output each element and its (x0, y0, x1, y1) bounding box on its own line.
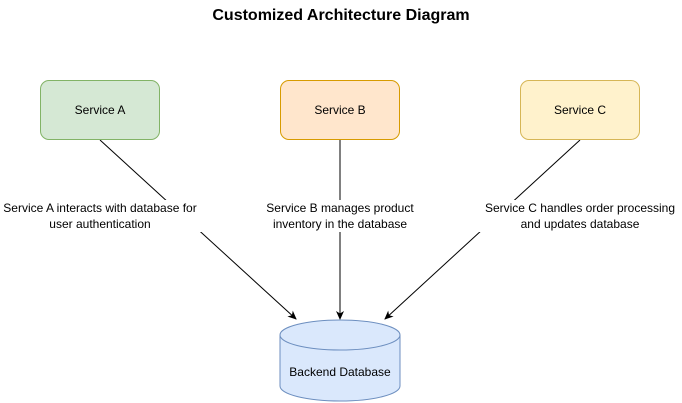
database-cylinder-body (279, 335, 401, 402)
database-cylinder[interactable] (279, 319, 401, 402)
service-b-label: Service B (314, 103, 366, 117)
service-c-label: Service C (553, 103, 606, 117)
diagram-title: Customized Architecture Diagram (212, 7, 470, 24)
database-cylinder-top (279, 319, 401, 351)
service-c-node[interactable]: Service C (520, 80, 640, 140)
database-label: Backend Database (289, 365, 391, 379)
service-a-node[interactable]: Service A (40, 80, 160, 140)
service-a-label: Service A (74, 103, 126, 117)
service-b-node[interactable]: Service B (280, 80, 400, 140)
